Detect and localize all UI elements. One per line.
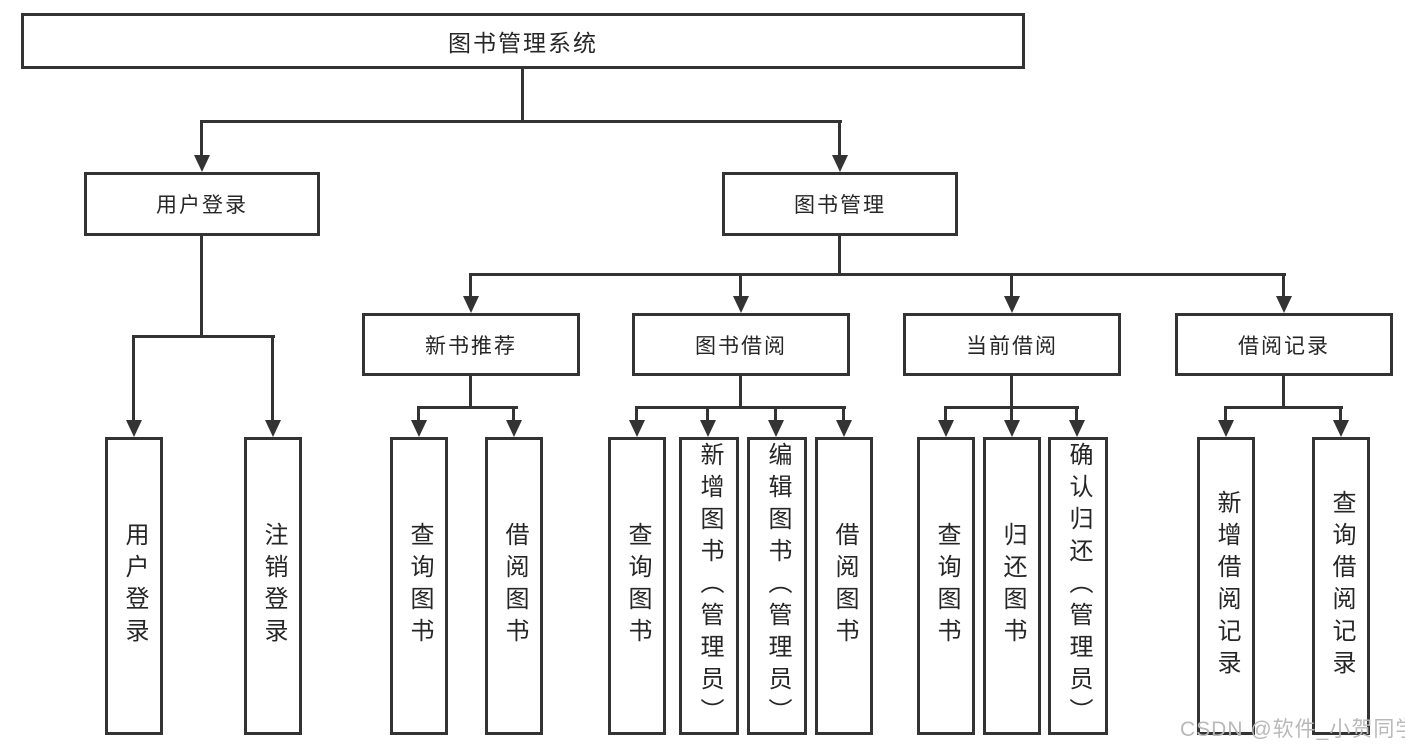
node-label: 图书管理: [794, 194, 886, 217]
connector-to-leaf-6: [774, 406, 777, 422]
connector-to-borrow-records: [1282, 273, 1285, 298]
node-borrow-records: 借阅记录: [1175, 313, 1393, 376]
connector-user-login-stem: [200, 236, 203, 335]
leaf-node-edit-books-admin: 编辑图书（管理员）: [747, 437, 807, 735]
arrow-to-book-management: [832, 155, 848, 172]
arrow-to-leaf-11: [1218, 420, 1234, 437]
connector-to-leaf-8: [944, 406, 947, 422]
connector-to-leaf-5: [706, 406, 709, 422]
arrow-to-user-login: [194, 155, 210, 172]
connector-to-book-borrow: [739, 273, 742, 298]
connector-to-leaf-3: [512, 406, 515, 422]
connector-book-management-stem: [838, 236, 841, 275]
leaf-node-logout: 注销登录: [244, 437, 302, 735]
arrow-to-new-book-recommend: [463, 296, 479, 313]
node-label: 查询图书: [406, 522, 433, 650]
node-label: 借阅图书: [501, 522, 528, 650]
connector-to-new-book-recommend: [469, 273, 472, 298]
leaf-node-query-borrow-record: 查询借阅记录: [1312, 437, 1370, 735]
arrow-to-leaf-8: [938, 420, 954, 437]
connector-to-leaf-12: [1339, 406, 1342, 422]
connector-level2-branch: [200, 120, 842, 123]
node-new-book-recommend: 新书推荐: [362, 313, 580, 376]
node-user-login: 用户登录: [84, 172, 320, 236]
connector-new-book-recommend-stem: [469, 376, 472, 408]
arrow-to-leaf-5: [700, 420, 716, 437]
arrow-to-leaf-2: [411, 420, 427, 437]
leaf-node-add-books-admin: 新增图书（管理员）: [679, 437, 739, 735]
arrow-to-leaf-10: [1069, 420, 1085, 437]
connector-to-leaf-11: [1224, 406, 1227, 422]
node-label: 图书借阅: [695, 334, 787, 358]
leaf-node-add-borrow-record: 新增借阅记录: [1197, 437, 1255, 735]
leaf-node-query-books-recommend: 查询图书: [390, 437, 448, 735]
node-label: 查询图书: [933, 522, 960, 650]
connector-to-leaf-logout: [271, 335, 274, 422]
leaf-node-confirm-return-admin: 确认归还（管理员）: [1048, 437, 1108, 735]
node-label: 查询借阅记录: [1328, 490, 1355, 682]
connector-book-borrow-branch: [635, 406, 846, 409]
node-label: 注销登录: [260, 522, 287, 650]
node-label: 借阅图书: [831, 522, 858, 650]
arrow-to-book-borrow: [733, 296, 749, 313]
csdn-watermark: CSDN @软件_小贺同学: [1180, 718, 1405, 741]
connector-root-stem: [521, 69, 524, 120]
connector-to-leaf-4: [635, 406, 638, 422]
node-label: 新书推荐: [425, 334, 517, 358]
node-label: 编辑图书（管理员）: [764, 442, 791, 730]
arrow-to-leaf-logout: [265, 420, 281, 437]
connector-to-leaf-login: [132, 335, 135, 422]
connector-user-login-branch: [132, 335, 275, 338]
arrow-to-leaf-login: [126, 420, 142, 437]
node-label: 确认归还（管理员）: [1065, 442, 1092, 730]
arrow-to-leaf-9: [1004, 420, 1020, 437]
connector-to-leaf-9: [1010, 406, 1013, 422]
connector-to-book-management: [838, 120, 841, 156]
connector-current-borrow-stem: [1010, 376, 1013, 408]
node-label: 当前借阅: [966, 334, 1058, 358]
leaf-node-query-books-borrow: 查询图书: [608, 437, 666, 735]
connector-new-book-recommend-branch: [417, 406, 518, 409]
connector-to-current-borrow: [1010, 273, 1013, 298]
leaf-node-user-login: 用户登录: [105, 437, 163, 735]
connector-book-borrow-stem: [739, 376, 742, 408]
node-label: 归还图书: [999, 522, 1026, 650]
connector-borrow-records-branch: [1224, 406, 1343, 409]
node-label: 图书管理系统: [448, 30, 598, 56]
node-book-borrow: 图书借阅: [632, 313, 850, 376]
connector-borrow-records-stem: [1282, 376, 1285, 408]
leaf-node-borrow-books-recommend: 借阅图书: [485, 437, 543, 735]
arrow-to-leaf-12: [1333, 420, 1349, 437]
node-label: 查询图书: [624, 522, 651, 650]
connector-level3-branch: [469, 273, 1286, 276]
arrow-to-leaf-3: [506, 420, 522, 437]
leaf-node-query-books-current: 查询图书: [917, 437, 975, 735]
arrow-to-borrow-records: [1276, 296, 1292, 313]
leaf-node-borrow-books: 借阅图书: [815, 437, 873, 735]
connector-to-user-login: [200, 120, 203, 156]
node-label: 用户登录: [121, 522, 148, 650]
node-root-library-system: 图书管理系统: [21, 13, 1025, 69]
node-book-management: 图书管理: [722, 172, 958, 236]
node-label: 借阅记录: [1238, 334, 1330, 358]
arrow-to-leaf-4: [629, 420, 645, 437]
node-label: 新增借阅记录: [1213, 490, 1240, 682]
arrow-to-leaf-6: [768, 420, 784, 437]
node-label: 用户登录: [156, 194, 248, 217]
arrow-to-leaf-7: [836, 420, 852, 437]
node-current-borrow: 当前借阅: [903, 313, 1121, 376]
leaf-node-return-books: 归还图书: [983, 437, 1041, 735]
connector-to-leaf-2: [417, 406, 420, 422]
node-label: 新增图书（管理员）: [696, 442, 723, 730]
connector-to-leaf-10: [1075, 406, 1078, 422]
connector-to-leaf-7: [842, 406, 845, 422]
arrow-to-current-borrow: [1004, 296, 1020, 313]
